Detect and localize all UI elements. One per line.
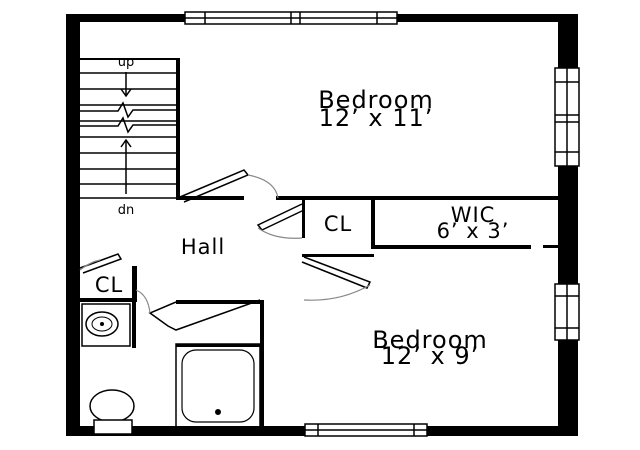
stair-break-line — [80, 116, 176, 134]
closet-divider — [371, 198, 375, 248]
bathroom-fixtures — [81, 303, 261, 435]
window-right-top — [554, 67, 580, 167]
closet-right-label: CL — [324, 212, 352, 236]
stair-wall — [176, 58, 180, 198]
wall-segment — [176, 196, 244, 200]
sink — [81, 303, 131, 347]
wic-bottom-wall-end — [543, 245, 558, 248]
window-top — [184, 11, 398, 25]
closet-left-label: CL — [95, 273, 123, 297]
bedroom-top-name: Bedroom — [318, 86, 434, 114]
stairs-up-label: up — [118, 55, 135, 70]
closet-left-bottom — [80, 298, 136, 302]
room-labels: Bedroom 12’ x 11’ Hall CL CL WIC 6’ x 3’… — [95, 86, 510, 370]
closet-left-side — [132, 266, 137, 302]
door-closet-left — [79, 253, 123, 274]
wic-bottom-wall — [371, 245, 531, 249]
staircase: up dn — [80, 55, 178, 218]
bath-wall-top — [176, 300, 264, 304]
bedroom-bottom-name: Bedroom — [372, 326, 488, 354]
windows — [184, 11, 580, 437]
window-bottom — [304, 423, 428, 437]
door-closet-right — [256, 203, 305, 239]
door-bathroom — [135, 289, 261, 331]
bedroom-top-size: 12’ x 11’ — [319, 104, 434, 132]
window-right-bottom — [554, 283, 580, 341]
toilet — [89, 389, 135, 435]
door-bedroom-top — [179, 169, 279, 203]
hall-label: Hall — [181, 235, 225, 259]
bedroom-top-wall — [276, 196, 558, 200]
wic-size: 6’ x 3’ — [437, 219, 510, 243]
wic-name: WIC — [451, 203, 496, 227]
door-bedroom-bottom — [301, 256, 372, 301]
interior-walls — [80, 58, 558, 430]
hall-wall — [302, 254, 374, 257]
wall-left — [66, 14, 80, 436]
closet-right-wall — [302, 198, 305, 238]
bath-wall-right — [260, 300, 264, 430]
stairs-down-label: dn — [118, 203, 135, 218]
bathtub — [175, 343, 261, 429]
vanity-side — [132, 300, 136, 348]
stair-break-line — [80, 101, 176, 119]
bedroom-bottom-size: 12’ x 9’ — [381, 342, 480, 370]
doors — [79, 169, 372, 331]
